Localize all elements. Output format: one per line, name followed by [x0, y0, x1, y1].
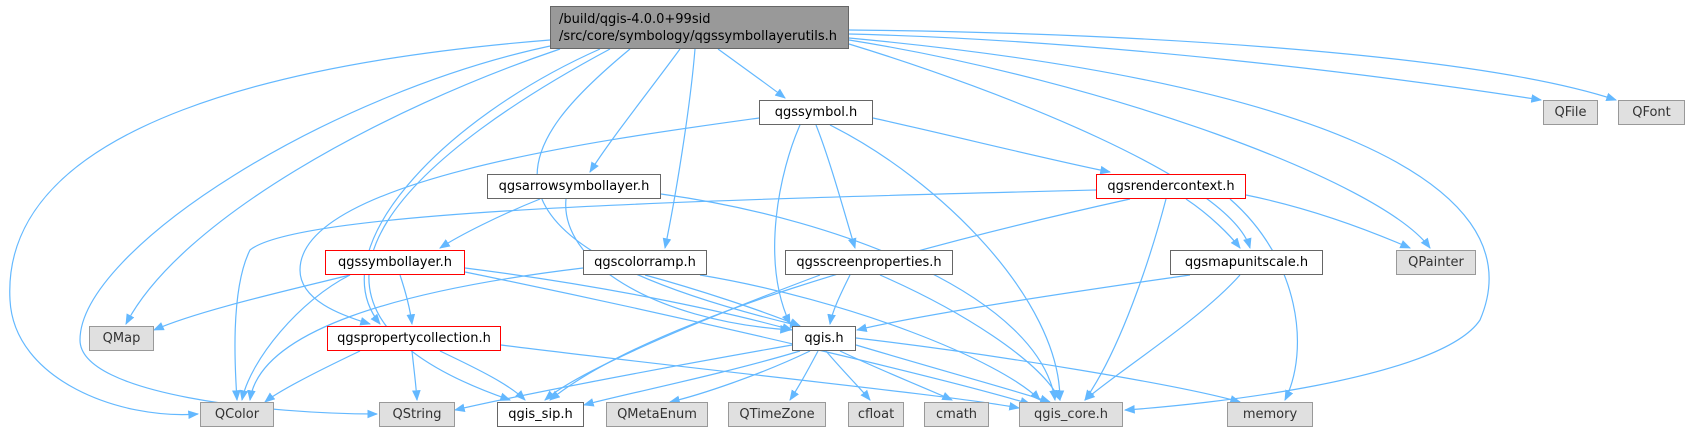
node-qfile[interactable]: QFile	[1543, 100, 1598, 125]
node-qgspropertycollection[interactable]: qgspropertycollection.h	[327, 326, 501, 351]
edge-qgscolorramp-qcolor	[247, 267, 584, 402]
edge-qgspropertycollection-qgis-sip	[439, 350, 526, 401]
edge-qgsscreenproperties-qgis	[827, 274, 851, 326]
edge-root-qgspropertycollection	[363, 48, 601, 325]
node-qmetaenum[interactable]: QMetaEnum	[606, 402, 708, 427]
edge-root-qmap	[125, 48, 561, 325]
edges-layer	[9, 29, 1618, 420]
node-qgssymbol[interactable]: qgssymbol.h	[759, 100, 873, 125]
edge-qgssymbol-qgis-core	[829, 124, 1065, 402]
node-qstring[interactable]: QString	[379, 402, 455, 427]
node-qgsscreenproperties[interactable]: qgsscreenproperties.h	[785, 250, 953, 275]
root-path-line-1: /build/qgis-4.0.0+99sid	[559, 11, 711, 27]
node-qmap[interactable]: QMap	[89, 326, 154, 351]
node-qpainter[interactable]: QPainter	[1396, 250, 1476, 275]
edge-qgsscreenproperties-qgis-core	[879, 274, 1061, 401]
edge-qgsrendercontext-qpainter	[1245, 194, 1411, 249]
node-qtimezone[interactable]: QTimeZone	[728, 402, 826, 427]
edge-root-qgis-core	[848, 37, 1490, 414]
node-root-qgssymbollayerutils[interactable]: /build/qgis-4.0.0+99sid /src/core/symbol…	[550, 6, 849, 49]
edge-qgis-cmath	[839, 350, 953, 401]
edge-qgsrendercontext-qcolor	[232, 189, 1097, 402]
edge-qgssymbollayer-qgis	[464, 267, 794, 332]
node-cmath[interactable]: cmath	[924, 402, 989, 427]
edge-qgssymbol-qgsrendercontext	[872, 117, 1112, 175]
edge-qgsarrowsymbollayer-qgis	[565, 198, 792, 334]
edge-qgsrendercontext-qgis-sip	[549, 198, 1131, 401]
edge-qgssymbollayer-qgis-core	[464, 271, 1032, 406]
node-qgis[interactable]: qgis.h	[792, 326, 856, 351]
node-qgssymbollayer[interactable]: qgssymbollayer.h	[325, 250, 465, 275]
edge-qgscolorramp-qgis	[644, 274, 802, 327]
node-qfont[interactable]: QFont	[1618, 100, 1685, 125]
node-qgis-core[interactable]: qgis_core.h	[1019, 402, 1123, 427]
edge-qgis-qstring	[453, 344, 793, 413]
node-qgis-sip[interactable]: qgis_sip.h	[497, 402, 584, 427]
edge-qgssymbollayer-qmap	[153, 274, 351, 331]
edge-qgssymbol-qgspropertycollection	[299, 117, 760, 326]
node-memory[interactable]: memory	[1227, 402, 1313, 427]
edge-qgspropertycollection-qstring	[411, 350, 421, 402]
edge-qgis-cfloat	[825, 350, 871, 401]
node-qgsarrowsymbollayer[interactable]: qgsarrowsymbollayer.h	[487, 174, 661, 199]
edge-root-qfile	[848, 33, 1543, 103]
edge-root-qgsarrowsymbollayer	[589, 48, 681, 173]
edge-qgssymbol-qgis	[774, 124, 801, 325]
edge-qgis-qgis-core	[855, 344, 1052, 404]
edge-qgsarrowsymbollayer-qgssymbollayer	[439, 198, 541, 249]
edge-root-qmapunitscale	[848, 43, 1252, 250]
edge-qgscolorramp-qgis-core	[699, 274, 1041, 401]
edge-qgsrendercontext-memory	[1229, 198, 1299, 401]
edge-qgis-qmetaenum	[668, 350, 811, 404]
edge-qgis-qgis-sip	[582, 350, 801, 407]
node-qcolor[interactable]: QColor	[200, 402, 274, 427]
edge-qgspropertycollection-qgis-core	[500, 344, 1021, 411]
edge-qgspropertycollection-qcolor	[264, 350, 361, 403]
edge-qgis-qtimezone	[789, 350, 819, 401]
edge-qgsrendercontext-qgis-core	[1084, 198, 1167, 401]
edge-root-qgscolorramp	[662, 48, 696, 250]
node-qgscolorramp[interactable]: qgscolorramp.h	[583, 250, 707, 275]
root-path-line-2: /src/core/symbology/qgssymbollayerutils.…	[559, 28, 838, 44]
edge-root-qgssymbol	[717, 48, 786, 99]
node-cfloat[interactable]: cfloat	[848, 402, 904, 427]
edge-qgssymbol-qgsscreenproperties	[815, 124, 857, 250]
edge-root-qfont	[848, 29, 1618, 102]
edge-root-qpainter	[848, 39, 1431, 249]
edge-root-qcolor	[9, 39, 551, 420]
edge-qgsmapunitscale-qgis	[855, 274, 1191, 332]
edge-qgsmapunitscale-qgis-core	[1084, 274, 1241, 401]
node-qgsmapunitscale[interactable]: qgsmapunitscale.h	[1170, 250, 1323, 275]
edge-qgis-memory	[855, 337, 1242, 404]
node-qgsrendercontext[interactable]: qgsrendercontext.h	[1096, 174, 1246, 199]
edge-qgssymbollayer-qcolor	[239, 274, 351, 402]
edge-qgsrendercontext-qgsmapunitscale	[1185, 198, 1241, 249]
